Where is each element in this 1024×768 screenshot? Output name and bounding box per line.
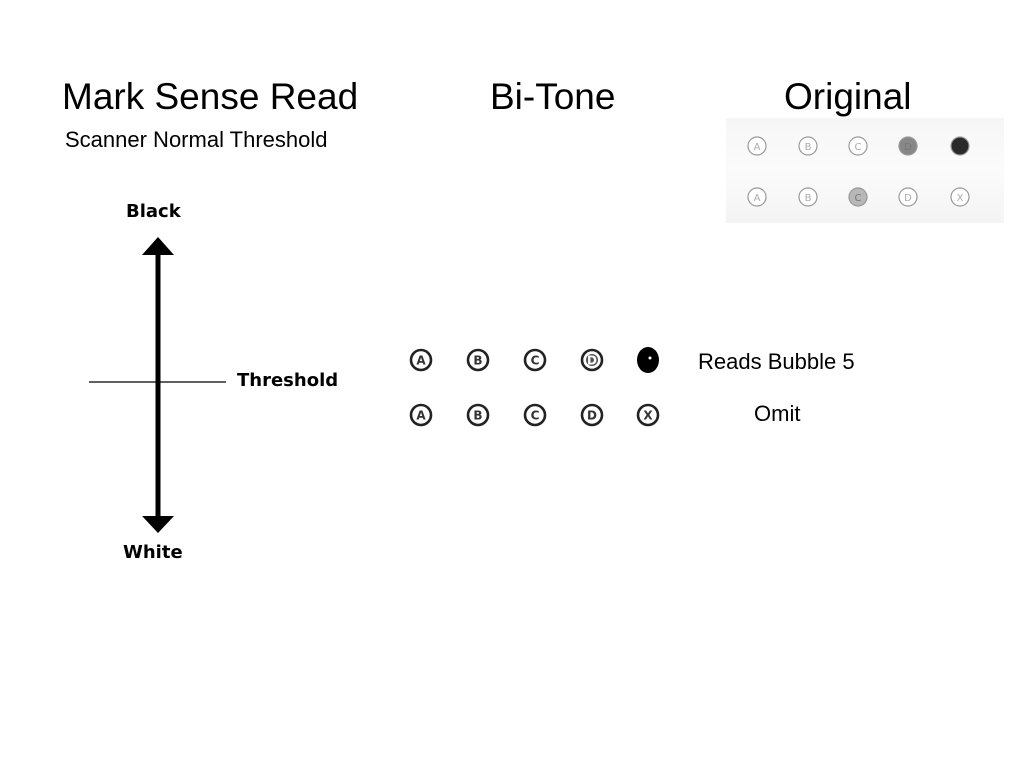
bitone-bubble-r2-b: B <box>466 403 490 427</box>
svg-text:D: D <box>904 142 912 153</box>
svg-text:D: D <box>904 193 912 204</box>
svg-text:A: A <box>416 409 426 423</box>
original-bubble-r2-d: D <box>898 187 918 207</box>
svg-text:C: C <box>531 409 540 423</box>
bitone-bubble-r2-c: C <box>523 403 547 427</box>
original-bubble-r2-b: B <box>798 187 818 207</box>
original-bubble-r1-c: C <box>848 136 868 156</box>
bitone-bubble-r1-x <box>637 347 659 373</box>
original-bubble-r1-x <box>950 136 970 156</box>
original-scan-image: A B C D A B C D X <box>726 118 1004 223</box>
bitone-bubble-r1-c: C <box>523 348 547 372</box>
result-label-row-1: Reads Bubble 5 <box>698 349 855 374</box>
svg-text:C: C <box>855 193 862 204</box>
svg-text:A: A <box>754 193 761 204</box>
svg-text:B: B <box>473 409 482 423</box>
bitone-bubble-grid: A B C D A B C D X <box>409 347 660 427</box>
original-bubble-r2-c: C <box>848 187 868 207</box>
result-label-row-2: Omit <box>754 401 801 426</box>
svg-text:A: A <box>754 142 761 153</box>
bitone-bubble-r1-a: A <box>409 348 433 372</box>
bitone-bubble-r2-a: A <box>409 403 433 427</box>
svg-text:B: B <box>805 193 812 204</box>
svg-text:D: D <box>587 354 597 368</box>
svg-text:X: X <box>957 193 964 204</box>
svg-text:D: D <box>587 409 597 423</box>
original-bubble-r1-a: A <box>747 136 767 156</box>
original-bubble-r2-a: A <box>747 187 767 207</box>
svg-text:B: B <box>805 142 812 153</box>
heading-original: Original <box>784 76 912 117</box>
original-bubble-r1-b: B <box>798 136 818 156</box>
original-bubble-grid: A B C D A B C D X <box>747 136 970 207</box>
bitone-bubble-r1-b: B <box>466 348 490 372</box>
svg-text:C: C <box>855 142 862 153</box>
original-bubble-r1-d: D <box>898 136 918 156</box>
svg-text:A: A <box>416 354 426 368</box>
arrow-up-icon <box>142 237 174 255</box>
scale-label-white: White <box>123 542 183 563</box>
scale-label-black: Black <box>126 201 181 222</box>
scale-label-threshold: Threshold <box>237 370 339 391</box>
subtitle: Scanner Normal Threshold <box>65 127 328 152</box>
arrow-down-icon <box>142 516 174 533</box>
bitone-bubble-r2-d: D <box>580 403 604 427</box>
original-bubble-r2-x: X <box>950 187 970 207</box>
svg-text:C: C <box>531 354 540 368</box>
heading-mark-sense-read: Mark Sense Read <box>62 76 359 117</box>
bitone-bubble-r1-d: D <box>580 348 604 372</box>
heading-bi-tone: Bi-Tone <box>490 76 616 117</box>
svg-text:X: X <box>643 409 653 423</box>
svg-text:B: B <box>473 354 482 368</box>
bitone-bubble-r2-x: X <box>636 403 660 427</box>
